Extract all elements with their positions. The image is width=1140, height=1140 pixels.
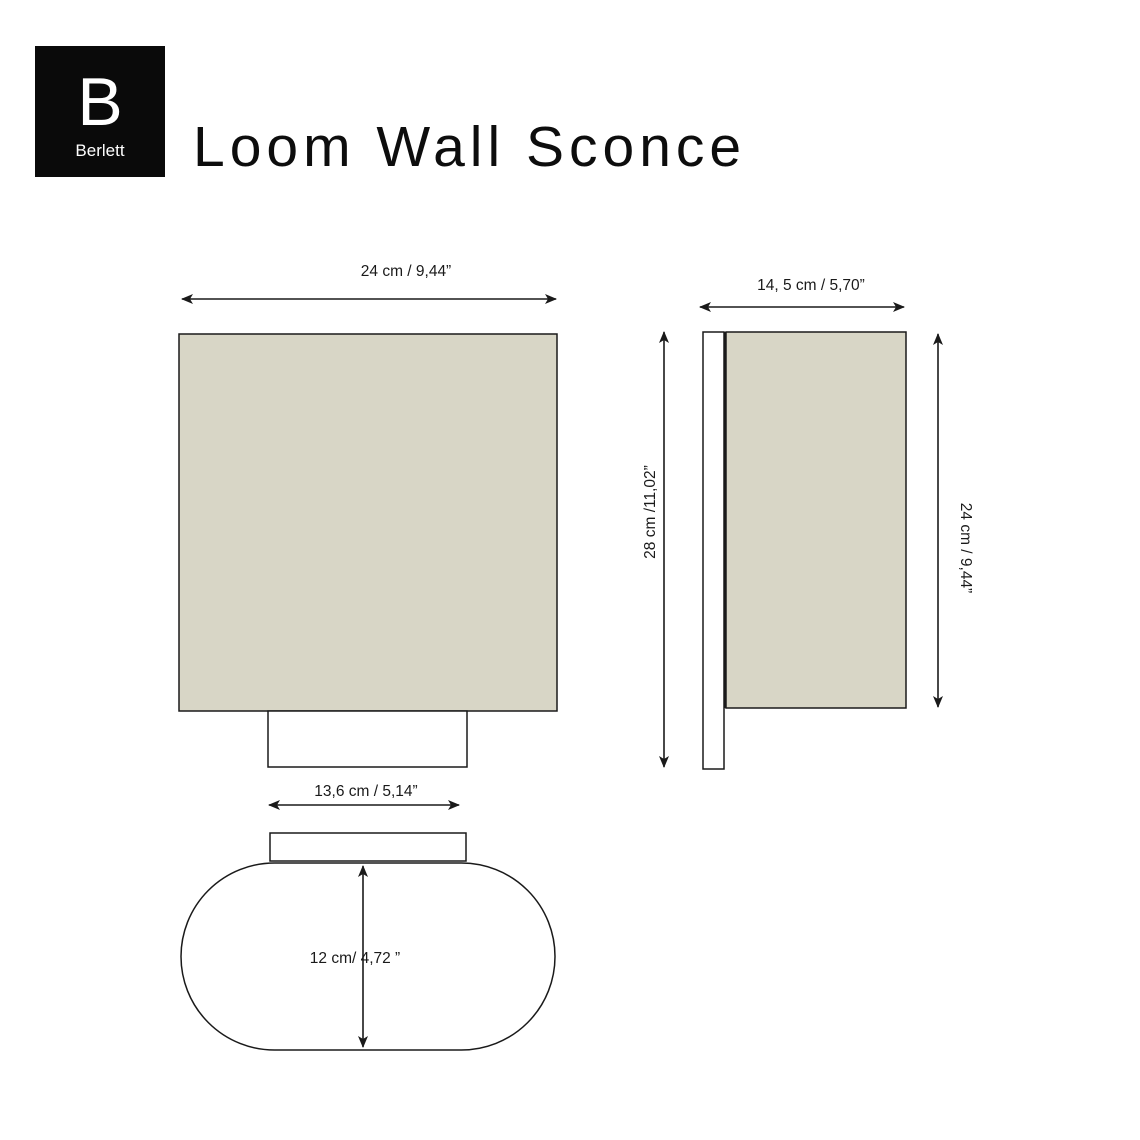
product-title: Loom Wall Sconce [193, 115, 747, 179]
front-shade [178, 333, 558, 712]
top-view [180, 832, 556, 1051]
base-width-label: 13,6 cm / 5,14” [314, 783, 417, 800]
side-depth-label: 14, 5 cm / 5,70” [757, 277, 865, 294]
side-wall-plate [702, 331, 725, 770]
side-shade-height-label: 24 cm / 9,44” [957, 503, 974, 593]
top-shade-outline [180, 862, 556, 1051]
side-shade [725, 331, 907, 709]
front-base-plate [267, 710, 468, 768]
side-view [702, 331, 907, 770]
brand-name: Berlett [75, 141, 125, 160]
front-width-label: 24 cm / 9,44” [361, 263, 451, 280]
top-depth-label: 12 cm/ 4,72 ” [310, 950, 400, 967]
brand-logo-letter: B [77, 64, 123, 140]
top-wall-plate [269, 832, 467, 862]
brand-logo: B Berlett [35, 46, 165, 177]
front-view [178, 333, 558, 768]
side-total-height-label: 28 cm /11,02” [642, 465, 659, 559]
